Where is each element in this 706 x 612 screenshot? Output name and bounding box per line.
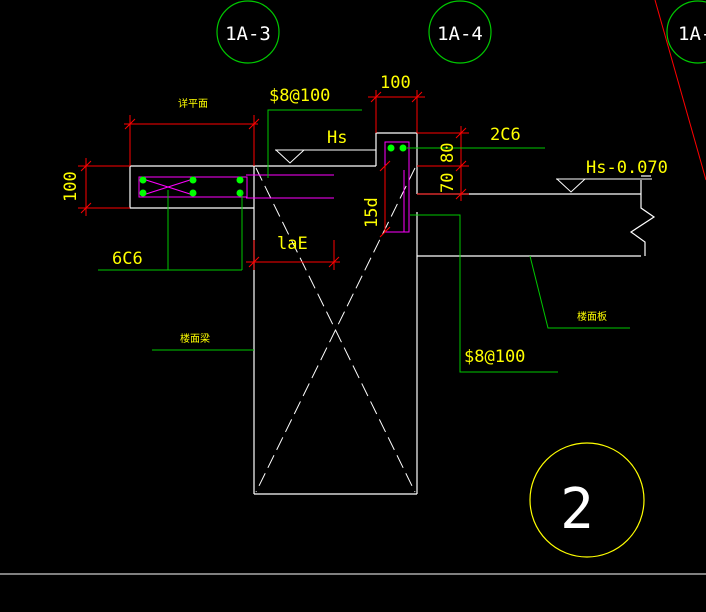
beam-dashed-cross <box>255 167 416 493</box>
rebar-dot <box>387 144 395 152</box>
dimension-80: 80 <box>438 143 458 163</box>
annotation-stirrup-bottom: $8@100 <box>464 347 525 367</box>
leader-lines <box>98 109 630 373</box>
annotation-lae: laE <box>277 234 308 254</box>
annotation-2c6: 2C6 <box>490 125 521 145</box>
detail-number: 2 <box>560 477 594 542</box>
rebar-dot <box>189 189 197 197</box>
annotation-6c6: 6C6 <box>112 249 143 269</box>
beam-section-outline <box>129 132 656 495</box>
annotation-small-left-top: 详平面 <box>178 97 208 110</box>
level-marker-hs-0070 <box>556 178 652 193</box>
dimension-70: 70 <box>438 173 458 193</box>
annotation-stirrup-top: $8@100 <box>269 86 330 106</box>
annotation-hs: Hs <box>327 128 347 148</box>
dimension-100-left: 100 <box>61 171 81 202</box>
rebar-dot <box>189 176 197 184</box>
rebar-dot <box>236 176 244 184</box>
dimension-lines <box>78 90 469 270</box>
annotation-small-left-mid: 楼面梁 <box>180 332 210 345</box>
annotation-hs-0070: Hs-0.070 <box>586 158 668 178</box>
axis-bubble-1a-4: 1A-4 <box>428 0 492 64</box>
axis-bubble-1a-3: 1A-3 <box>216 0 280 64</box>
axis-label-1a-4: 1A-4 <box>437 23 483 45</box>
rebar-dot <box>139 176 147 184</box>
annotation-15d: 15d <box>362 197 382 228</box>
axis-bubble-1a-5: 1A-5 <box>666 0 706 64</box>
axis-label-1a-5: 1A-5 <box>678 23 706 45</box>
detail-number-bubble: 2 <box>529 442 645 558</box>
red-diagonal-line <box>654 0 706 181</box>
annotations: $8@100 Hs 2C6 Hs-0.070 6C6 laE $8@100 详平… <box>61 73 668 367</box>
dimension-100-top: 100 <box>380 73 411 93</box>
axis-label-1a-3: 1A-3 <box>225 23 271 45</box>
level-marker-hs <box>275 149 376 164</box>
rebar-dot <box>139 189 147 197</box>
annotation-small-right: 楼面板 <box>577 310 607 323</box>
rebar-dot <box>399 144 407 152</box>
